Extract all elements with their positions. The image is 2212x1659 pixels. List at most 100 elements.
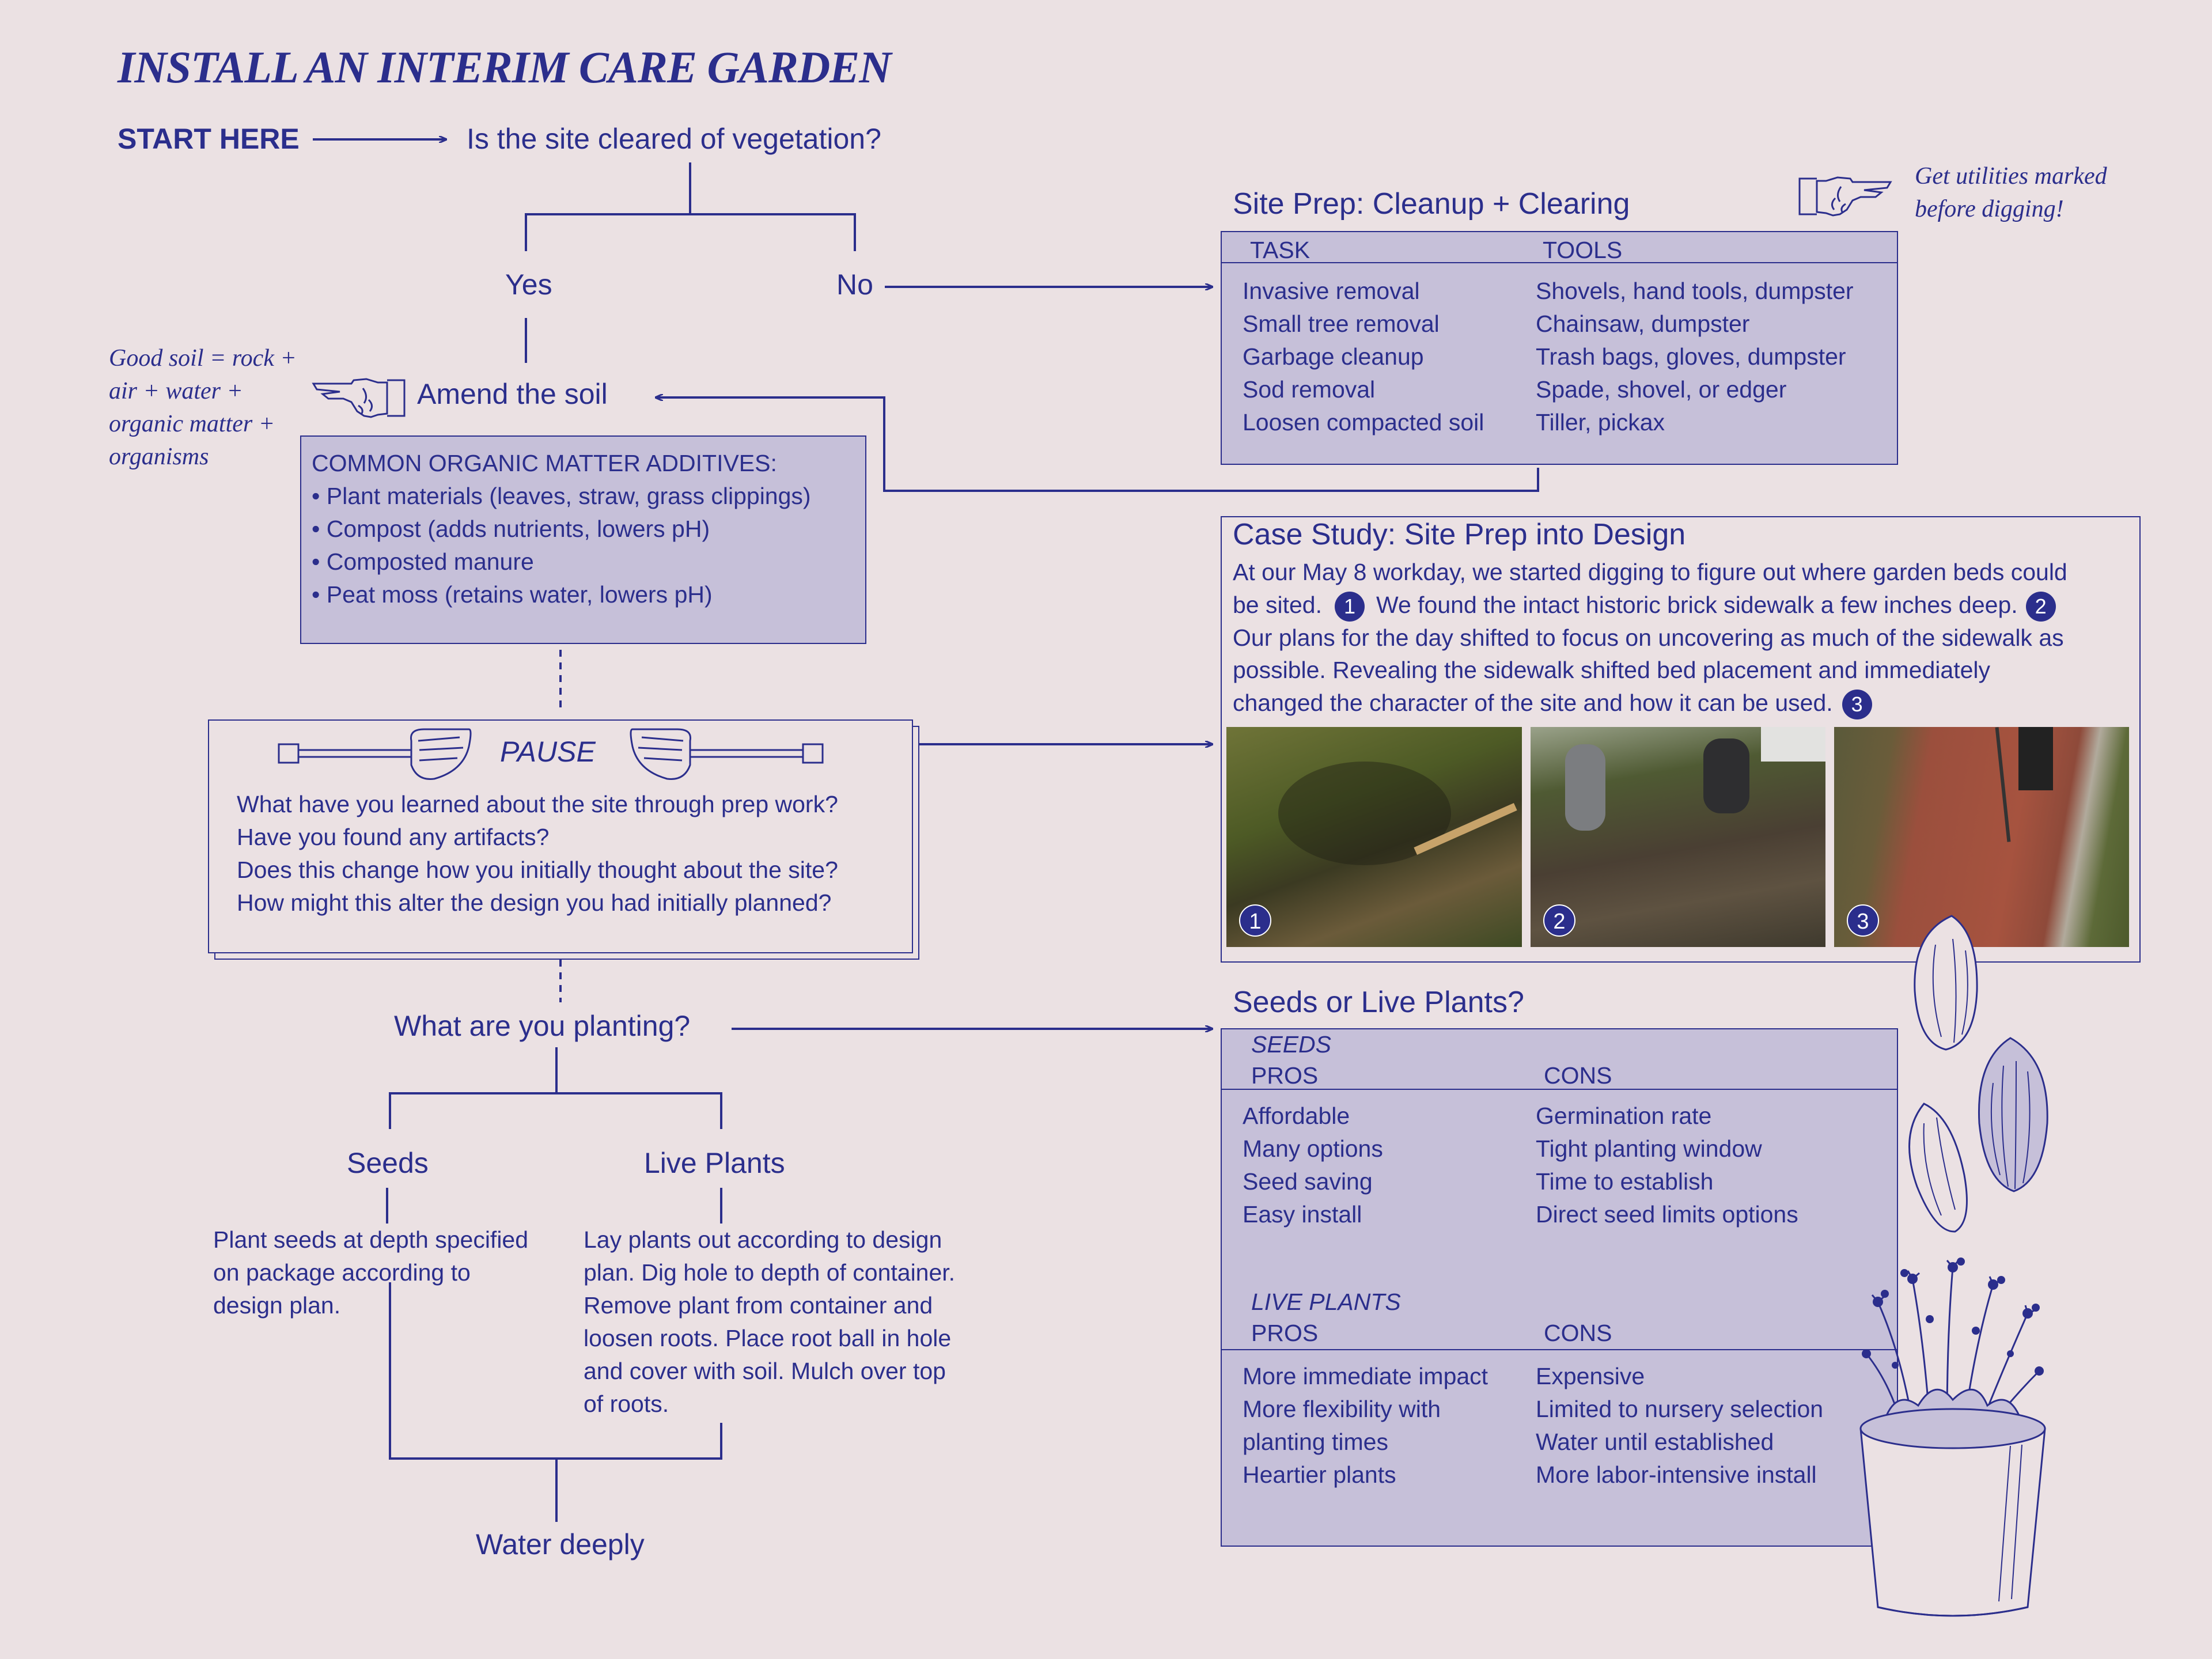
seed-icon (1908, 1103, 1968, 1233)
seeds-pro-item: Affordable (1243, 1103, 1350, 1129)
tools-item: Chainsaw, dumpster (1536, 310, 1750, 337)
seeds-label: Seeds (347, 1147, 429, 1179)
plants-instruction-line: plan. Dig hole to depth of container. (584, 1259, 956, 1286)
photo-3: 3 (1834, 727, 2129, 947)
live-pro-item: Heartier plants (1243, 1461, 1396, 1488)
good-soil-note-line: air + water + (109, 378, 243, 404)
seeds-con-item: Direct seed limits options (1536, 1201, 1798, 1228)
seeds-instruction-line: Plant seeds at depth specified (213, 1226, 529, 1253)
photo-person (1565, 744, 1605, 831)
photo-2: 2 (1531, 727, 1825, 947)
photo-badge: 3 (1847, 904, 1879, 937)
case-study-line: possible. Revealing the sidewalk shifted… (1233, 657, 1991, 684)
seeds-header-rule (1221, 1089, 1898, 1090)
seeds-con-item: Germination rate (1536, 1103, 1712, 1129)
site-prep-heading: Site Prep: Cleanup + Clearing (1233, 187, 1630, 221)
task-list: Invasive removal Small tree removal Garb… (1243, 275, 1484, 439)
plants-instruction-line: and cover with soil. Mulch over top (584, 1358, 946, 1384)
water-deeply-label: Water deeply (476, 1528, 645, 1560)
marker-1: 1 (1335, 591, 1365, 622)
good-soil-note: Good soil = rock + air + water + organic… (109, 342, 297, 474)
utilities-note-line: before digging! (1915, 196, 2064, 222)
seeds-con-item: Tight planting window (1536, 1135, 1762, 1162)
seed-icon (1978, 1037, 2048, 1192)
pause-question: Does this change how you initially thoug… (237, 857, 838, 883)
live-pro-item: planting times (1243, 1429, 1388, 1455)
seeds-pro-item: Easy install (1243, 1201, 1362, 1228)
case-study-fragment: We found the intact historic brick sidew… (1376, 591, 2018, 618)
case-study-box (1221, 516, 2141, 963)
live-pro-item: More immediate impact (1243, 1363, 1488, 1389)
additive-item: • Plant materials (leaves, straw, grass … (312, 483, 811, 509)
site-prep-table (1221, 231, 1898, 465)
live-plants-section-label: LIVE PLANTS (1251, 1289, 1401, 1315)
utilities-note-line: Get utilities marked (1915, 163, 2107, 190)
task-item: Small tree removal (1243, 310, 1440, 337)
tools-item: Shovels, hand tools, dumpster (1536, 278, 1854, 304)
photo-person (1703, 738, 1749, 813)
pointing-hand-icon (1798, 176, 1892, 217)
tools-list: Shovels, hand tools, dumpster Chainsaw, … (1536, 275, 1854, 439)
case-study-line: At our May 8 workday, we started digging… (1233, 559, 2067, 585)
live-plants-label: Live Plants (644, 1147, 785, 1179)
plants-instruction-line: Lay plants out according to design (584, 1226, 942, 1253)
organic-additives-list: COMMON ORGANIC MATTER ADDITIVES: • Plant… (312, 447, 811, 611)
tools-column-header: TOOLS (1543, 237, 1623, 263)
good-soil-note-line: organisms (109, 444, 209, 470)
plant-pot (1859, 1408, 2046, 1617)
seeds-pro-item: Seed saving (1243, 1168, 1373, 1195)
seed-illustrations (1908, 915, 2048, 1233)
live-pros-list: More immediate impact More flexibility w… (1243, 1360, 1488, 1491)
live-cons-header: CONS (1544, 1320, 1612, 1346)
plants-instruction-line: of roots. (584, 1391, 669, 1417)
photo-1: 1 (1226, 727, 1522, 947)
photo-badge: 2 (1543, 904, 1575, 937)
no-label: No (836, 268, 873, 301)
organic-additives-box (300, 435, 866, 644)
additives-heading: COMMON ORGANIC MATTER ADDITIVES: (312, 450, 777, 476)
additive-item: • Compost (adds nutrients, lowers pH) (312, 516, 710, 542)
shovel-icon (278, 728, 472, 780)
pointing-hand-icon (312, 378, 406, 418)
page-title: INSTALL AN INTERIM CARE GARDEN (118, 42, 892, 92)
seeds-or-plants-heading: Seeds or Live Plants? (1233, 986, 1524, 1019)
live-con-item: Expensive (1536, 1363, 1645, 1389)
pause-label: PAUSE (500, 736, 596, 768)
photo-person (2018, 727, 2053, 790)
utilities-note: Get utilities marked before digging! (1915, 160, 2107, 226)
seeds-or-plants-table (1221, 1028, 1898, 1547)
case-study-line: changed the character of the site and ho… (1233, 687, 2067, 719)
live-con-item: Limited to nursery selection (1536, 1396, 1824, 1422)
case-study-fragment: be sited. (1233, 591, 1322, 618)
photo-tool (1995, 727, 2011, 842)
seeds-con-item: Time to establish (1536, 1168, 1714, 1195)
task-item: Garbage cleanup (1243, 343, 1424, 370)
good-soil-note-line: organic matter + (109, 411, 275, 437)
live-header-rule (1221, 1349, 1898, 1350)
seeds-instruction-line: design plan. (213, 1292, 341, 1319)
potted-plant-illustration (1859, 1257, 2046, 1617)
additive-item: • Composted manure (312, 548, 534, 575)
plants-instructions: Lay plants out according to design plan.… (584, 1224, 955, 1421)
plants-instruction-line: loosen roots. Place root ball in hole (584, 1325, 952, 1351)
pause-card (208, 719, 913, 953)
case-study-heading: Case Study: Site Prep into Design (1233, 518, 1686, 551)
case-study-fragment: changed the character of the site and ho… (1233, 689, 1833, 716)
case-study-line: be sited. 1 We found the intact historic b… (1233, 589, 2067, 622)
pause-questions: What have you learned about the site thr… (237, 788, 838, 919)
tools-item: Spade, shovel, or edger (1536, 376, 1787, 403)
seeds-pro-item: Many options (1243, 1135, 1383, 1162)
pause-question: How might this alter the design you had … (237, 889, 832, 916)
start-here-label: START HERE (118, 123, 300, 155)
yes-label: Yes (505, 268, 552, 301)
live-pro-item: More flexibility with (1243, 1396, 1441, 1422)
shovel-icon (630, 728, 824, 780)
seeds-instructions: Plant seeds at depth specified on packag… (213, 1224, 528, 1322)
pause-question: What have you learned about the site thr… (237, 791, 838, 817)
case-study-line: Our plans for the day shifted to focus o… (1233, 624, 2064, 651)
photo-car (1761, 727, 1825, 762)
live-con-item: More labor-intensive install (1536, 1461, 1817, 1488)
live-pros-header: PROS (1251, 1320, 1319, 1346)
